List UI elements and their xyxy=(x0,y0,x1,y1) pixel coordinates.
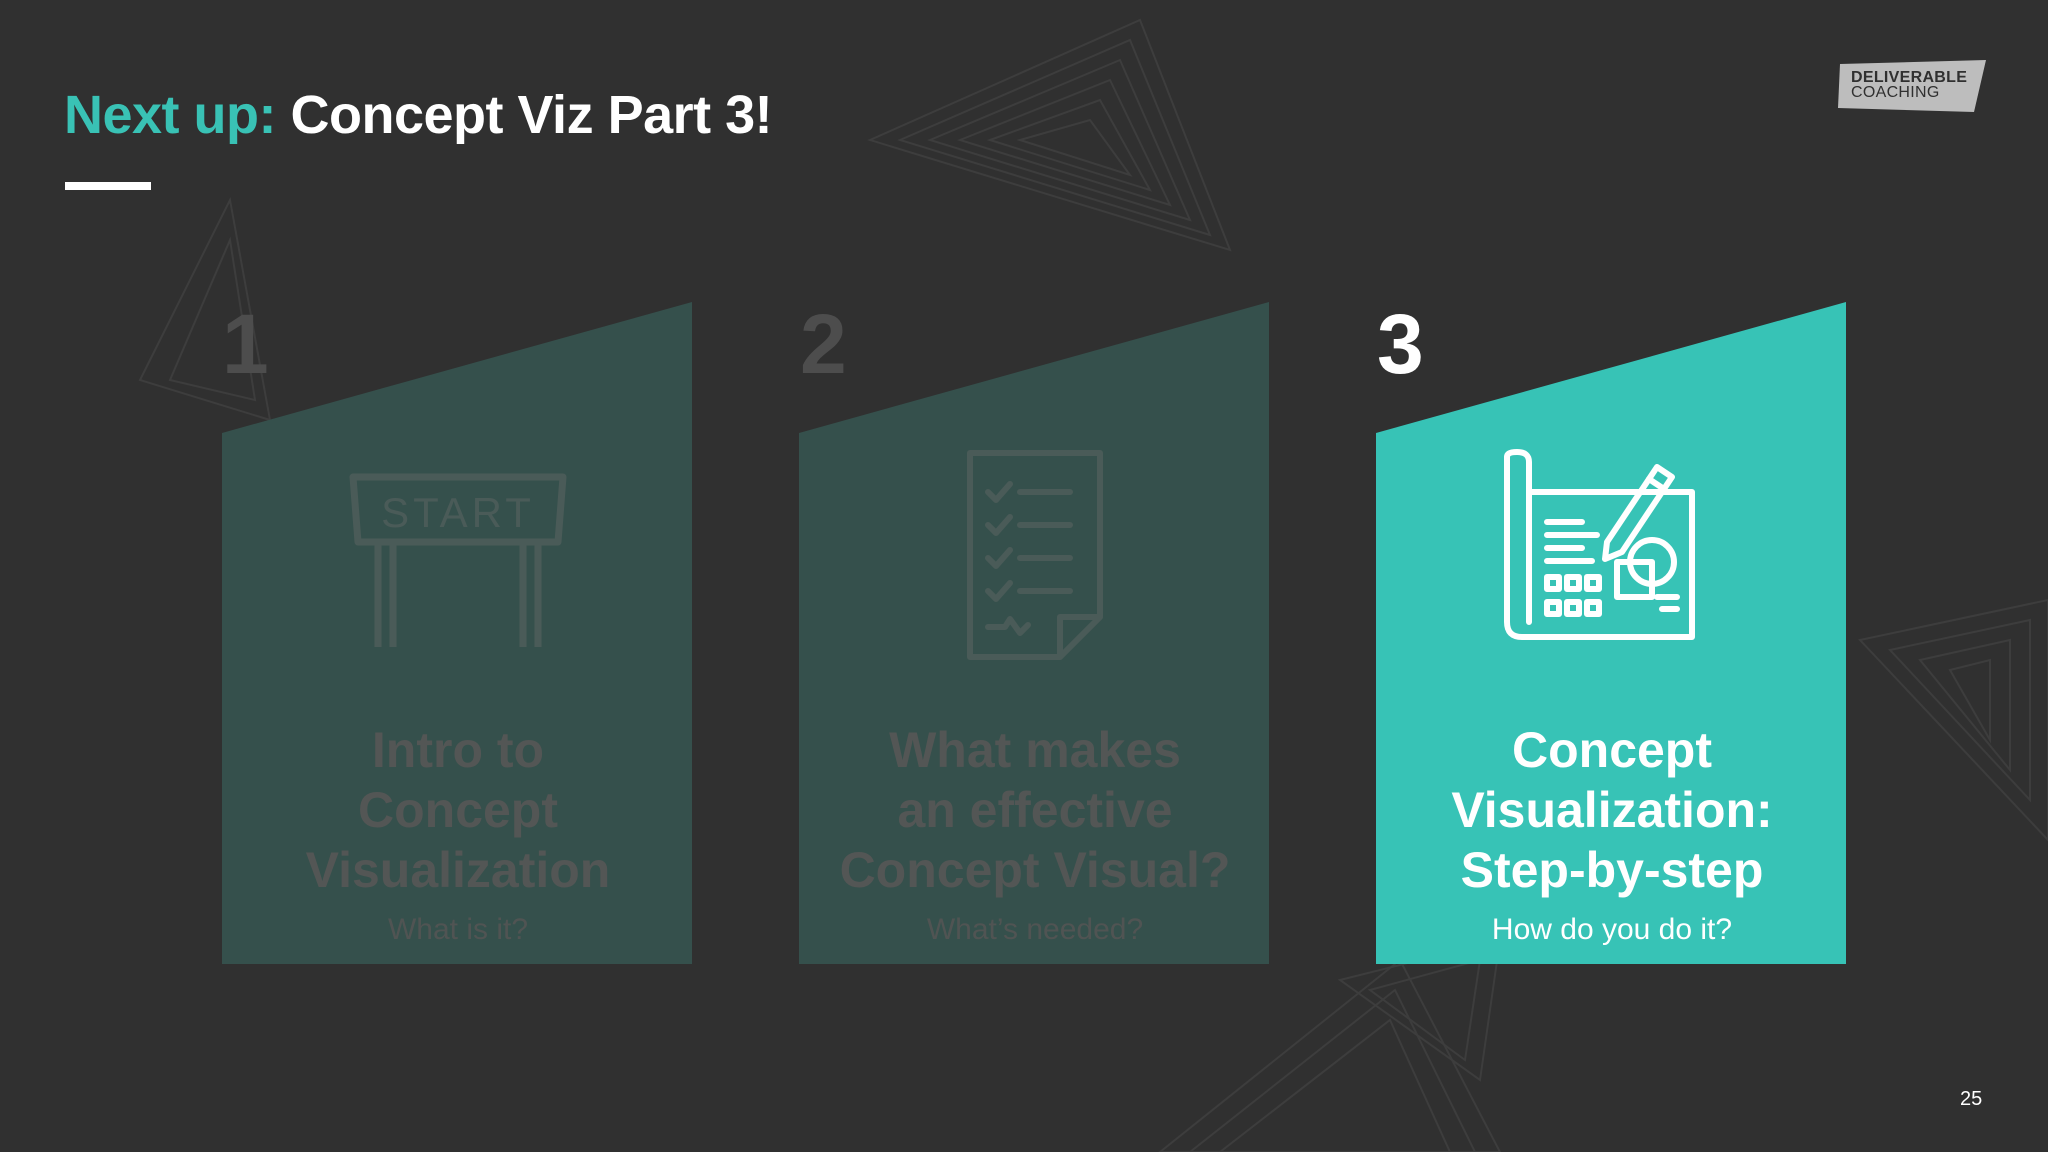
card-3-title-line: Step-by-step xyxy=(1460,842,1764,898)
card-2-number: 2 xyxy=(800,297,847,391)
card-2-background xyxy=(799,302,1269,964)
card-2-title: What makes an effective Concept Visual? xyxy=(799,720,1271,900)
card-3-number: 3 xyxy=(1377,297,1424,391)
blueprint-design-icon xyxy=(1504,449,1695,640)
card-effective-visual[interactable]: What makes an effective Concept Visual? … xyxy=(799,302,1271,964)
logo-line-2: COACHING xyxy=(1851,84,1940,101)
card-3-title-line: Concept xyxy=(1512,722,1712,778)
card-2-title-line: Concept Visual? xyxy=(839,842,1231,898)
card-1-background xyxy=(222,302,692,964)
card-2-subtitle: What’s needed? xyxy=(926,913,1144,946)
card-1-title-line: Visualization xyxy=(305,842,611,898)
card-2-title-line: an effective xyxy=(897,782,1173,838)
card-step-by-step[interactable]: Concept Visualization: Step-by-step How … xyxy=(1376,302,1848,964)
checklist-document-icon xyxy=(967,450,1103,660)
card-3-subtitle: How do you do it? xyxy=(1491,913,1733,946)
card-1-title-line: Concept xyxy=(358,782,558,838)
card-3-title-line: Visualization: xyxy=(1451,782,1773,838)
start-banner-icon: START xyxy=(349,473,567,647)
card-1-title: Intro to Concept Visualization xyxy=(222,720,694,900)
page-title: Next up: Concept Viz Part 3! xyxy=(64,84,773,146)
title-main: Concept Viz Part 3! xyxy=(290,85,773,145)
logo-line-1: DELIVERABLE xyxy=(1851,69,1968,86)
card-3-background xyxy=(1376,302,1846,964)
card-2-title-line: What makes xyxy=(889,722,1181,778)
logo-text: DELIVERABLE COACHING xyxy=(1851,69,1968,101)
title-underline xyxy=(65,182,151,190)
card-1-number: 1 xyxy=(222,297,269,391)
card-1-subtitle: What is it? xyxy=(387,913,529,946)
card-1-title-line: Intro to xyxy=(371,722,545,778)
card-intro[interactable]: START Intro to Concept Visualization Wha… xyxy=(222,302,694,964)
card-3-title: Concept Visualization: Step-by-step xyxy=(1376,720,1848,900)
title-accent: Next up: xyxy=(64,85,277,145)
page-number: 25 xyxy=(1960,1088,1983,1110)
deliverable-coaching-logo xyxy=(1838,60,1986,112)
svg-text:START: START xyxy=(381,489,535,536)
